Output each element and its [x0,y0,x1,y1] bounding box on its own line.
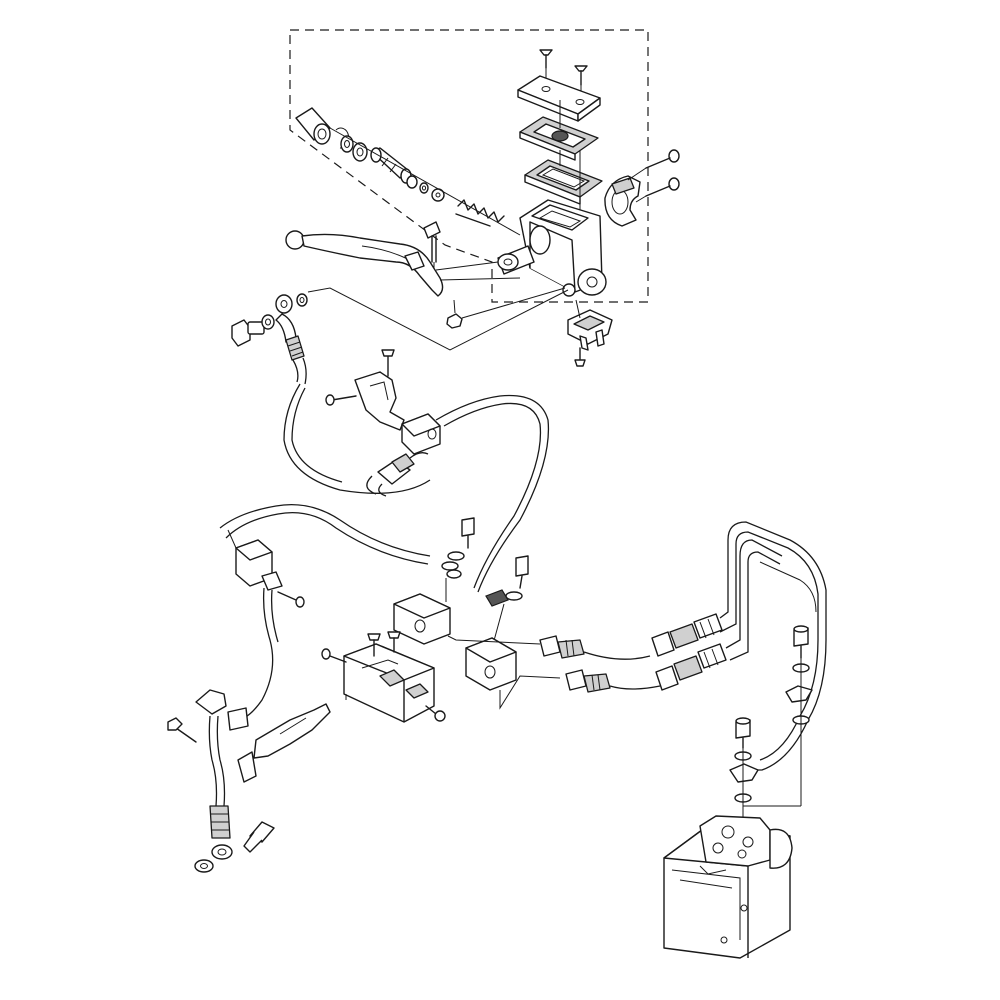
brake-pipe-icon [719,521,827,771]
reservoir-cap-stack [517,49,603,240]
hose-fitting-icon [194,805,233,873]
cap-plate-icon [519,116,599,161]
master-cylinder-icon [497,199,607,297]
junction-bolt-icon [277,591,305,608]
banjo-bolt-icon [785,625,813,806]
bracket-icon [325,349,405,431]
hose-fitting-icon [565,669,611,693]
bracket-bolt-icon [321,631,446,722]
junction-block-icon [401,413,441,455]
pivot-bolt-icon [423,221,441,278]
hose-fitting-icon [167,689,249,743]
hose-fitting-icon [651,613,723,657]
hose-icon [366,452,429,497]
clamp-bolt-icon [635,177,680,203]
hose-fitting-icon [655,643,727,691]
abs-unit-icon [663,815,793,959]
piston-kit-icon [295,107,521,236]
hose-icon [292,357,307,385]
junction-block-icon [235,539,283,591]
banjo-bolt-icon [243,821,275,853]
hose-fitting-icon [539,635,585,659]
switch-icon [567,299,613,367]
junction-block-icon [393,593,451,645]
diaphragm-icon [524,159,603,205]
clamp-icon [604,175,641,227]
cap-screw-icon [574,65,588,86]
banjo-bolt-icon [231,293,308,347]
lever-nut-icon [446,287,566,329]
brake-lever-icon [285,230,521,297]
clamp-bolt-icon [627,149,680,181]
junction-block-icon [465,637,517,691]
banjo-bolt-icon [485,555,529,649]
bracket-icon [237,703,331,783]
banjo-bolt-icon [441,517,475,602]
master-cylinder-assembly-boundary [289,29,649,303]
banjo-bolt-icon [729,717,759,836]
bracket-icon [343,643,435,723]
reservoir-cap-icon [517,75,601,122]
upper-hose-fitting-icon [275,294,305,361]
cap-screw-icon [539,49,553,69]
